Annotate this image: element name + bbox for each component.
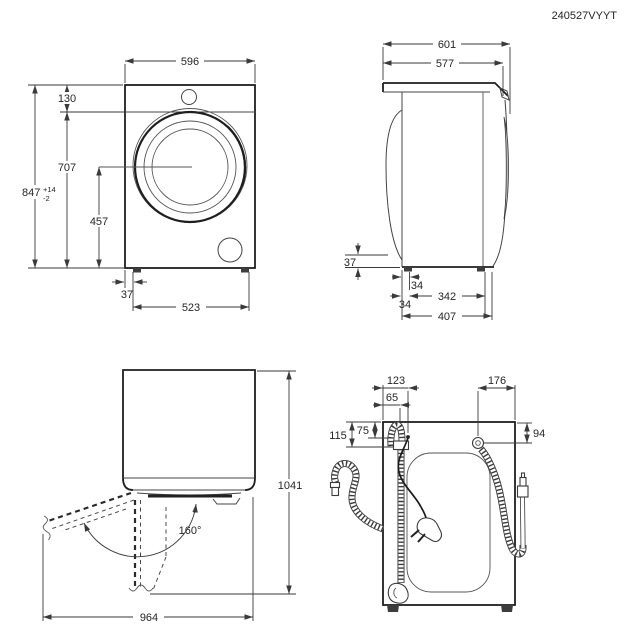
front-right-foot (241, 268, 249, 273)
dim-rear-inlet-drop: 94 (484, 422, 545, 444)
svg-text:37: 37 (121, 289, 133, 301)
svg-text:457: 457 (90, 216, 108, 228)
svg-text:94: 94 (533, 428, 545, 440)
side-worktop-rear-tab (499, 87, 510, 101)
svg-text:596: 596 (181, 56, 199, 68)
rear-drain-hose-external (329, 463, 384, 529)
front-left-foot (133, 268, 141, 273)
top-view: 160° 1041 964 (42, 369, 308, 624)
svg-text:75: 75 (357, 425, 369, 437)
dim-rear-hose-drop: 75 (357, 422, 391, 439)
rear-drain-hose (387, 425, 410, 604)
dim-front-foot-inset: 37 (112, 270, 147, 311)
top-door-break-line-2 (42, 515, 51, 541)
dim-front-total-height: 847 +14 -2 (21, 84, 125, 269)
dim-side-body-depth: 577 (383, 57, 504, 96)
power-cable (397, 437, 428, 522)
front-view: 596 847 +14 -2 130 707 457 (21, 55, 256, 314)
top-door-angle-label: 160° (179, 525, 202, 537)
dim-rear-inlet-offset: 176 (477, 375, 516, 436)
front-door-hinge-bulge (226, 125, 247, 187)
svg-text:964: 964 (140, 612, 158, 624)
svg-text:176: 176 (488, 375, 506, 387)
side-front-foot (404, 267, 412, 272)
svg-text:-2: -2 (43, 194, 50, 203)
drain-pump-fitting (387, 582, 409, 604)
side-door-bulge (385, 109, 403, 261)
svg-text:601: 601 (438, 39, 456, 51)
dim-side-front-foot-inset: 34 (392, 270, 423, 320)
top-door-break-line (128, 584, 154, 592)
dim-side-plinth-height: 37 (344, 243, 400, 280)
dim-front-door-center: 457 (88, 167, 110, 268)
svg-text:577: 577 (436, 58, 454, 70)
rear-cabinet-outline (382, 421, 516, 606)
svg-text:1041: 1041 (278, 480, 302, 492)
doc-code: 240527VYYT (552, 10, 618, 22)
svg-text:34: 34 (399, 299, 411, 311)
dim-rear-drain-offset: 65 (373, 392, 411, 422)
side-worktop (383, 82, 509, 97)
top-front-left-corner (122, 477, 134, 491)
top-door-open-90 (128, 500, 167, 592)
rear-right-foot (501, 605, 513, 612)
inlet-tap-fitting (516, 485, 529, 498)
svg-text:34: 34 (411, 280, 423, 292)
svg-text:115: 115 (329, 430, 347, 442)
dim-side-total-depth: 601 (382, 38, 511, 114)
top-front-right-corner (244, 477, 256, 491)
dim-front-panel-height: 130 (56, 85, 125, 113)
top-door-open-160 (42, 491, 135, 541)
inlet-connection (471, 436, 485, 450)
front-cabinet-outline (124, 84, 256, 269)
front-drain-filter (217, 237, 243, 263)
svg-text:847: 847 (22, 187, 40, 199)
svg-text:123: 123 (387, 375, 405, 387)
plug-pins (410, 529, 426, 543)
top-cabinet-outline (122, 369, 256, 478)
rear-back-panel (406, 452, 491, 593)
dim-side-feet-spacing: 342 (409, 272, 486, 318)
svg-text:130: 130 (58, 93, 76, 105)
drain-hose-end-fitting (329, 481, 341, 489)
svg-text:707: 707 (58, 162, 76, 174)
svg-text:+14: +14 (43, 185, 56, 194)
top-door-swing-arc (83, 503, 198, 558)
svg-text:37: 37 (344, 257, 356, 269)
svg-text:342: 342 (438, 291, 456, 303)
cord-entry-point (406, 435, 410, 439)
side-drain-hose-holder (503, 116, 509, 220)
dim-side-rear-foot-inset: 34 (390, 293, 411, 311)
svg-text:65: 65 (386, 392, 398, 404)
dim-rear-cord-offset: 123 (372, 375, 419, 433)
rear-power-cord (397, 435, 442, 543)
svg-text:407: 407 (438, 311, 456, 323)
dim-front-width: 596 (124, 55, 256, 83)
rear-inlet-hose (471, 436, 529, 555)
power-plug (416, 517, 442, 542)
dim-top-depth-door-open: 1041 (150, 370, 308, 595)
rear-view: 123 65 176 115 75 (329, 375, 545, 612)
top-door-handle-recess (212, 497, 241, 505)
dim-top-width-door-open: 964 (42, 497, 254, 624)
svg-text:523: 523 (182, 302, 200, 314)
rear-left-foot (387, 605, 399, 612)
side-view: 601 577 37 34 342 (344, 38, 511, 323)
front-program-knob (181, 89, 197, 105)
dim-front-panel-to-floor: 707 (56, 112, 78, 268)
dim-front-feet-spacing: 523 (133, 272, 250, 314)
dim-side-feet-span: 407 (402, 272, 493, 323)
side-rear-foot (477, 267, 485, 272)
